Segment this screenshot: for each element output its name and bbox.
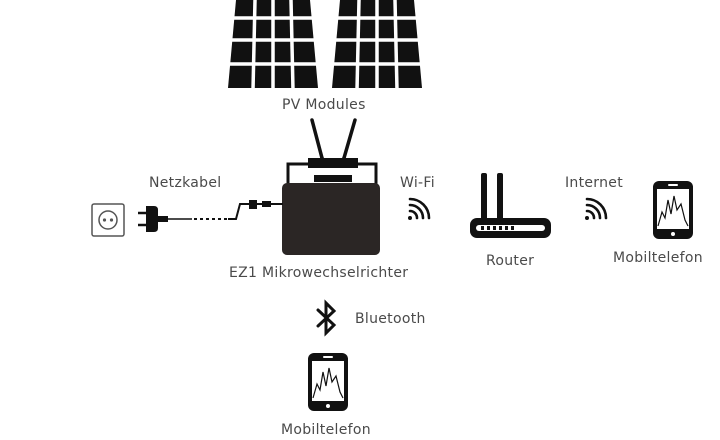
panel-cables xyxy=(310,118,357,165)
power-cable xyxy=(168,200,283,220)
internet-label: Internet xyxy=(565,175,623,191)
power-plug-icon xyxy=(138,206,168,232)
micro-inverter-icon xyxy=(282,158,380,255)
inverter-label: EZ1 Mikrowechselrichter xyxy=(229,265,409,281)
bluetooth-icon xyxy=(316,299,337,337)
pv-modules-label: PV Modules xyxy=(282,97,366,113)
wifi-label: Wi-Fi xyxy=(400,175,435,191)
internet-signal-icon xyxy=(585,197,608,220)
router-icon xyxy=(470,173,551,238)
wifi-signal-icon xyxy=(408,197,431,220)
smartphone-right-icon xyxy=(653,181,693,239)
phone-bottom-label: Mobiltelefon xyxy=(281,422,371,438)
power-socket-icon xyxy=(91,203,125,237)
solar-panel-grid-lines xyxy=(226,0,426,91)
router-label: Router xyxy=(486,253,535,269)
netzkabel-label: Netzkabel xyxy=(149,175,222,191)
smartphone-bottom-icon xyxy=(308,353,348,411)
phone-right-label: Mobiltelefon xyxy=(613,250,703,266)
bluetooth-label: Bluetooth xyxy=(355,311,426,327)
